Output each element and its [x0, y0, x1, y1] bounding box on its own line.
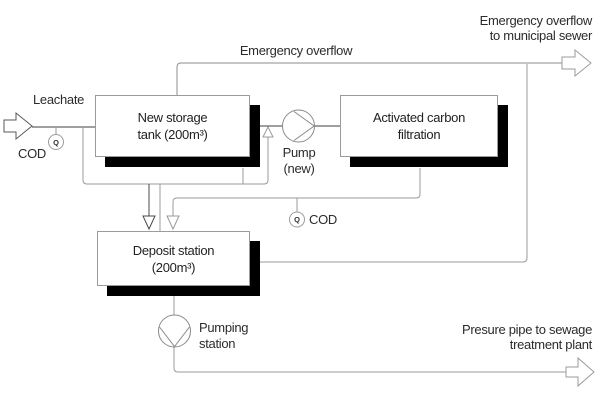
storage-tank-label-line1: New storage: [137, 110, 208, 125]
pumping-station-pump-icon: [158, 314, 191, 348]
deposit-inlet-arrowhead-1-icon: [142, 215, 156, 231]
pump-new-label-line1: Pump: [282, 145, 316, 160]
cod-meter-1-q-symbol: Q: [53, 137, 59, 147]
bypass-line: [82, 127, 269, 185]
emergency-overflow-line: [176, 62, 563, 95]
emergency-overflow-output-label-line1: Emergency overflow: [479, 13, 593, 28]
cod-meter-1-circle: [48, 134, 64, 150]
pumping-station-label-line2: station: [199, 336, 236, 351]
pump-suction-arrowhead-icon: [262, 125, 274, 138]
deposit-station-box: Deposit station (200m³): [97, 231, 250, 286]
deposit-inlet-arrowhead-2-icon: [166, 215, 180, 231]
pump-new-label: Pump (new): [273, 145, 325, 177]
pumping-station-label-line1: Pumping: [199, 320, 249, 335]
carbon-filtration-label-line1: Activated carbon: [372, 110, 466, 125]
carbon-filtration-box: Activated carbon filtration: [340, 95, 498, 157]
pressure-pipe-output-label: Presure pipe to sewage treatment plant: [448, 322, 592, 352]
storage-tank-label-line2: tank (200m³): [137, 127, 208, 142]
overflow-output-arrow-icon: [561, 48, 592, 78]
pressure-pipe-output-label-line2: treatment plant: [509, 337, 593, 352]
pressure-output-arrow-icon: [565, 356, 595, 388]
cod-label-1: COD: [18, 146, 46, 161]
pumping-station-label: Pumping station: [199, 320, 249, 352]
pump-new-label-line2: (new): [283, 161, 315, 176]
cod-meter-2-q-symbol: Q: [294, 215, 300, 224]
emergency-overflow-output-label: Emergency overflow to municipal sewer: [455, 13, 593, 43]
cod-meter-2-circle: [289, 211, 305, 228]
carbon-filtration-label-line2: filtration: [397, 127, 441, 142]
pump-new-impeller-icon: [293, 111, 316, 141]
leachate-input-arrow-icon: [3, 111, 33, 141]
deposit-station-label-line2: (200m³): [151, 259, 196, 275]
leachate-label: Leachate: [33, 92, 85, 107]
pumping-station-impeller-icon: [159, 326, 190, 348]
deposit-overflow-line: [260, 64, 528, 263]
pressure-pipe-line: [173, 296, 566, 373]
emergency-overflow-output-label-line2: to municipal sewer: [489, 28, 593, 43]
storage-tank-box: New storage tank (200m³): [95, 95, 250, 157]
pressure-pipe-output-label-line1: Presure pipe to sewage: [462, 322, 592, 337]
deposit-station-label-line1: Deposit station: [132, 242, 215, 258]
cod-label-2: COD: [309, 212, 337, 227]
emergency-overflow-line-label: Emergency overflow: [239, 43, 353, 58]
